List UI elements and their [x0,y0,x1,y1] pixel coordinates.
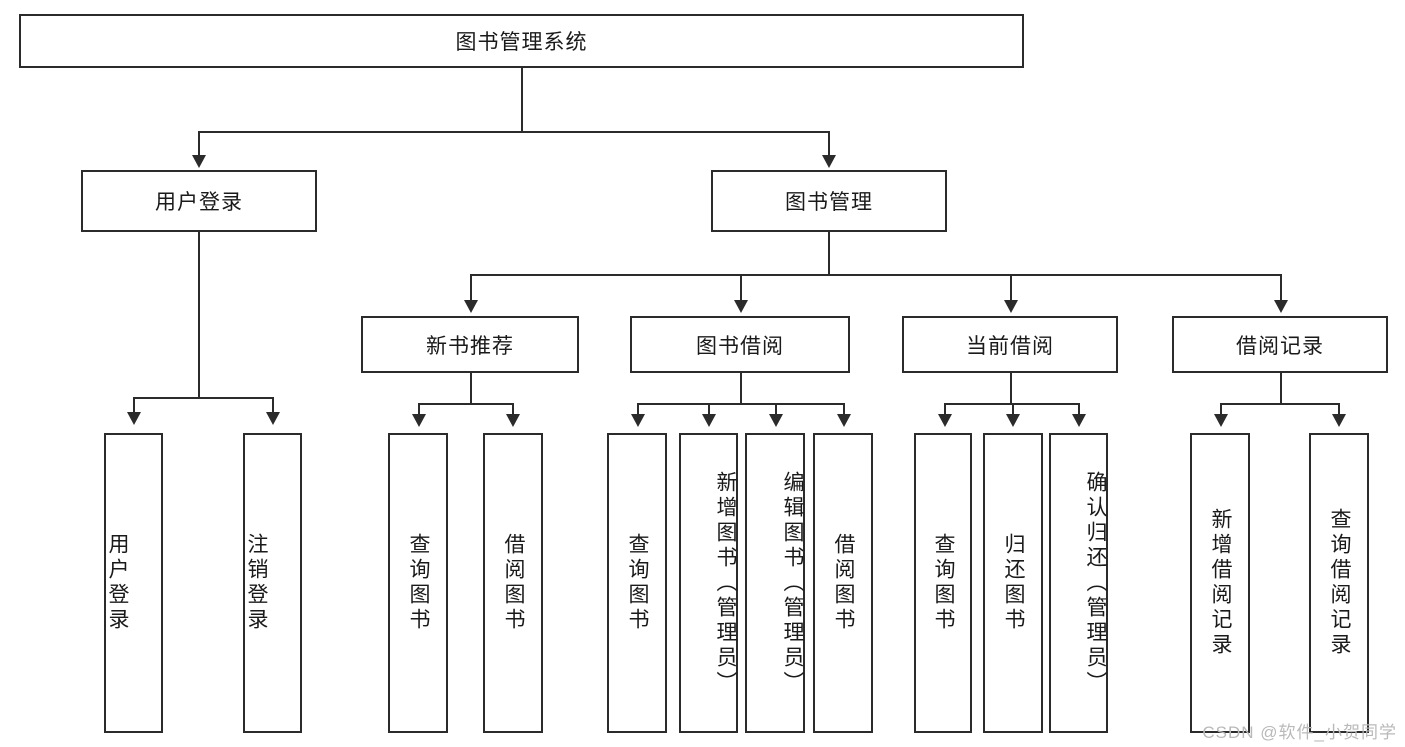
leaf-current-borrow-1[interactable]: 归还图书 [983,433,1043,733]
arrow-bm-to-borrow-record [1274,300,1288,313]
arrow-root-to-user-login [192,155,206,168]
leaf-user-login-0[interactable]: 用户登录 [104,433,163,733]
connector-borrow-record-stem [1280,373,1282,403]
connector-new-book-stem [470,373,472,403]
connector-user-login-stem [198,232,200,397]
connector-root-stem [521,68,523,131]
connector-root-to-book-management [828,131,830,157]
leaf-book-borrow-2[interactable]: 编辑图书（管理员） [745,433,805,733]
node-book-management[interactable]: 图书管理 [711,170,947,232]
connector-new-book-to-leaf-1 [512,403,514,416]
leaf-book-borrow-3[interactable]: 借阅图书 [813,433,873,733]
node-root-book-management-system[interactable]: 图书管理系统 [19,14,1024,68]
arrow-borrow-record-to-leaf-1 [1332,414,1346,427]
arrow-root-to-book-management [822,155,836,168]
leaf-current-borrow-2[interactable]: 确认归还（管理员） [1049,433,1108,733]
connector-current-borrow-to-leaf-0 [944,403,946,416]
connector-user-login-to-leaf-0 [133,397,135,414]
connector-book-management-bus [470,274,1280,276]
connector-book-management-stem [828,232,830,274]
connector-new-book-bus [418,403,513,405]
node-current-borrow[interactable]: 当前借阅 [902,316,1118,373]
leaf-new-book-0[interactable]: 查询图书 [388,433,448,733]
arrow-bm-to-current-borrow [1004,300,1018,313]
arrow-book-borrow-to-leaf-3 [837,414,851,427]
leaf-book-borrow-0[interactable]: 查询图书 [607,433,667,733]
connector-user-login-to-leaf-1 [272,397,274,414]
watermark-text: CSDN @软件_小贺同学 [1202,723,1397,742]
leaf-user-login-1[interactable]: 注销登录 [243,433,302,733]
leaf-new-book-1[interactable]: 借阅图书 [483,433,543,733]
arrow-bm-to-book-borrow [734,300,748,313]
arrow-borrow-record-to-leaf-0 [1214,414,1228,427]
arrow-user-login-to-leaf-1 [266,412,280,425]
connector-new-book-to-leaf-0 [418,403,420,416]
connector-current-borrow-stem [1010,373,1012,403]
connector-root-to-user-login [198,131,200,157]
connector-book-borrow-bus [637,403,844,405]
node-user-login[interactable]: 用户登录 [81,170,317,232]
connector-book-borrow-to-leaf-0 [637,403,639,416]
connector-current-borrow-bus [944,403,1078,405]
node-book-borrow[interactable]: 图书借阅 [630,316,850,373]
arrow-book-borrow-to-leaf-2 [769,414,783,427]
arrow-current-borrow-to-leaf-1 [1006,414,1020,427]
connector-current-borrow-to-leaf-1 [1012,403,1014,416]
connector-borrow-record-to-leaf-0 [1220,403,1222,416]
connector-bm-to-book-borrow [740,274,742,302]
arrow-current-borrow-to-leaf-0 [938,414,952,427]
arrow-book-borrow-to-leaf-1 [702,414,716,427]
connector-book-borrow-to-leaf-2 [775,403,777,416]
connector-book-borrow-to-leaf-1 [708,403,710,416]
node-borrow-record[interactable]: 借阅记录 [1172,316,1388,373]
node-new-book-recommend[interactable]: 新书推荐 [361,316,579,373]
leaf-borrow-record-0[interactable]: 新增借阅记录 [1190,433,1250,733]
connector-book-borrow-to-leaf-3 [843,403,845,416]
connector-bm-to-new-book [470,274,472,302]
leaf-book-borrow-1[interactable]: 新增图书（管理员） [679,433,738,733]
connector-borrow-record-to-leaf-1 [1338,403,1340,416]
arrow-user-login-to-leaf-0 [127,412,141,425]
arrow-bm-to-new-book [464,300,478,313]
connector-book-borrow-stem [740,373,742,403]
leaf-borrow-record-1[interactable]: 查询借阅记录 [1309,433,1369,733]
connector-borrow-record-bus [1220,403,1339,405]
connector-bm-to-borrow-record [1280,274,1282,302]
arrow-book-borrow-to-leaf-0 [631,414,645,427]
connector-root-bus [198,131,830,133]
arrow-new-book-to-leaf-0 [412,414,426,427]
connector-current-borrow-to-leaf-2 [1078,403,1080,416]
arrow-current-borrow-to-leaf-2 [1072,414,1086,427]
connector-user-login-bus [133,397,273,399]
leaf-current-borrow-0[interactable]: 查询图书 [914,433,972,733]
arrow-new-book-to-leaf-1 [506,414,520,427]
connector-bm-to-current-borrow [1010,274,1012,302]
